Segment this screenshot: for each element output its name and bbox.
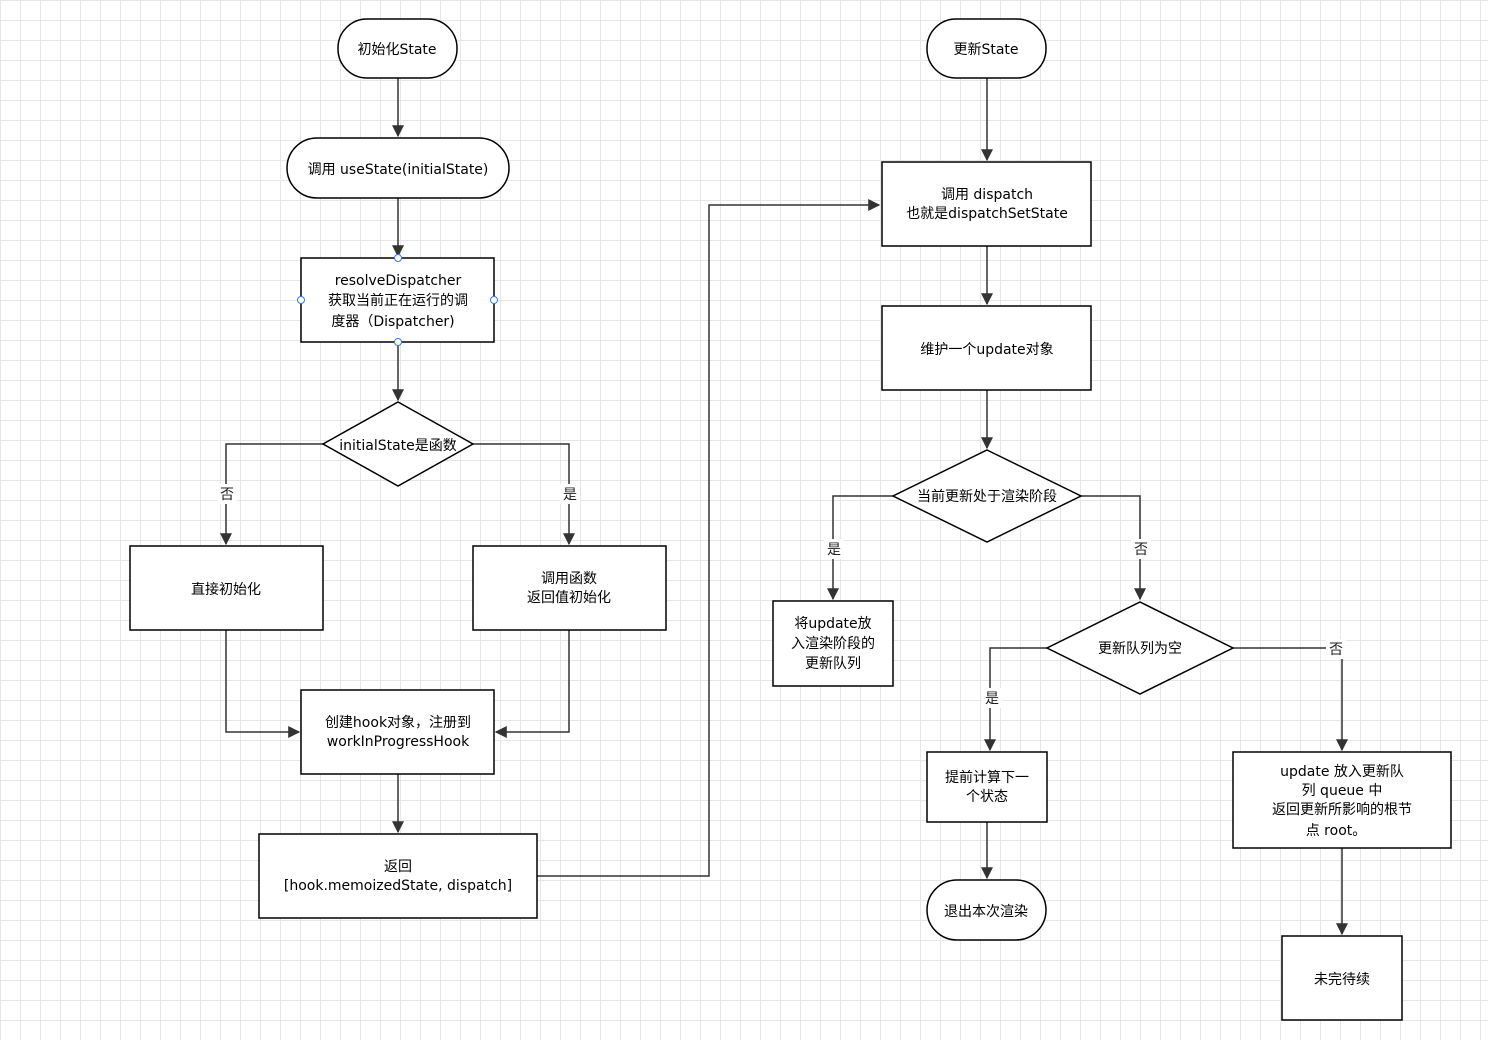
edge-label-no-left: 否 [220,487,234,503]
node-put-render-queue-line1: 将update放 [794,616,871,632]
node-call-function[interactable]: 调用函数 返回值初始化 [472,545,667,631]
edge-label-render-yes: 是 [827,542,841,558]
node-return-tuple-line2: [hook.memoizedState, dispatch] [284,878,512,894]
decision-is-function-label: initialState是函数 [339,438,457,454]
edge-callfn-to-hook [494,630,570,738]
edge-label-render-no: 否 [1134,542,1148,558]
node-direct-init[interactable]: 直接初始化 [129,545,324,631]
connection-handle-top[interactable] [394,254,402,262]
node-init-state[interactable]: 初始化State [337,18,458,79]
node-update-state-label: 更新State [953,42,1018,58]
edge-label-empty-no: 否 [1329,642,1343,658]
node-call-usestate-label: 调用 useState(initialState) [308,162,489,178]
node-resolve-dispatcher-line2: 获取当前正在运行的调 [328,292,468,309]
node-enqueue-update-line3: 返回更新所影响的根节 [1272,802,1412,818]
node-todo-label: 未完待续 [1314,971,1370,988]
connection-handle-right[interactable] [490,296,498,304]
connection-handle-left[interactable] [297,296,305,304]
node-return-tuple-line1: 返回 [384,859,412,875]
node-create-hook-line2: workInProgressHook [327,734,470,750]
edge-labels: 否 是 是 否 是 否 [217,484,1346,708]
decision-queue-empty[interactable]: 更新队列为空 [1045,601,1235,695]
node-init-state-label: 初始化State [357,41,436,58]
node-put-render-queue-line2: 入渲染阶段的 [791,636,875,652]
edge-label-empty-yes: 是 [985,691,999,707]
connection-handle-bottom[interactable] [394,338,402,346]
node-call-function-line1: 调用函数 [541,571,597,587]
node-put-render-queue-line3: 更新队列 [805,656,861,672]
node-put-render-queue[interactable]: 将update放 入渲染阶段的 更新队列 [772,600,894,687]
node-call-dispatch-line1: 调用 dispatch [941,187,1033,203]
node-return-tuple[interactable]: 返回 [hook.memoizedState, dispatch] [258,833,538,919]
node-direct-init-label: 直接初始化 [191,581,261,598]
node-resolve-dispatcher-line3: 度器（Dispatcher) [331,314,454,330]
node-create-hook[interactable]: 创建hook对象，注册到 workInProgressHook [300,689,495,775]
node-exit-render[interactable]: 退出本次渲染 [926,879,1047,941]
edge-decision-no [220,443,323,546]
edge-label-yes-right: 是 [563,487,577,503]
node-precompute-line1: 提前计算下一 [945,769,1029,786]
node-update-state[interactable]: 更新State [926,18,1047,79]
node-resolve-dispatcher[interactable]: resolveDispatcher 获取当前正在运行的调 度器（Dispatch… [297,254,498,346]
edge-return-to-dispatch [537,199,881,877]
edge-empty-no [1233,647,1348,752]
decision-queue-empty-label: 更新队列为空 [1098,641,1182,657]
node-call-dispatch[interactable]: 调用 dispatch 也就是dispatchSetState [881,161,1092,247]
edges [220,78,1348,936]
edge-render-yes [827,495,893,601]
node-call-dispatch-line2: 也就是dispatchSetState [906,206,1068,222]
node-call-usestate[interactable]: 调用 useState(initialState) [286,137,510,199]
node-enqueue-update-line2: 列 queue 中 [1302,783,1383,799]
node-precompute-line2: 个状态 [966,789,1008,805]
decision-in-render-phase[interactable]: 当前更新处于渲染阶段 [891,449,1083,543]
edge-decision-yes [473,443,575,546]
node-exit-render-label: 退出本次渲染 [944,904,1028,920]
node-maintain-update[interactable]: 维护一个update对象 [881,305,1092,391]
edge-direct-to-hook [225,630,301,738]
edge-empty-yes [984,647,1047,752]
node-enqueue-update-line1: update 放入更新队 [1280,764,1404,780]
node-maintain-update-label: 维护一个update对象 [920,342,1053,358]
node-call-function-line2: 返回值初始化 [527,589,611,606]
node-todo[interactable]: 未完待续 [1281,935,1403,1021]
node-enqueue-update[interactable]: update 放入更新队 列 queue 中 返回更新所影响的根节 点 root… [1232,751,1452,849]
node-enqueue-update-line4: 点 root。 [1306,823,1367,839]
node-precompute[interactable]: 提前计算下一 个状态 [926,751,1048,823]
node-create-hook-line1: 创建hook对象，注册到 [325,715,471,731]
node-resolve-dispatcher-line1: resolveDispatcher [335,273,462,289]
edge-render-no [1081,495,1146,601]
decision-is-function[interactable]: initialState是函数 [321,401,475,487]
decision-in-render-phase-label: 当前更新处于渲染阶段 [917,488,1057,505]
